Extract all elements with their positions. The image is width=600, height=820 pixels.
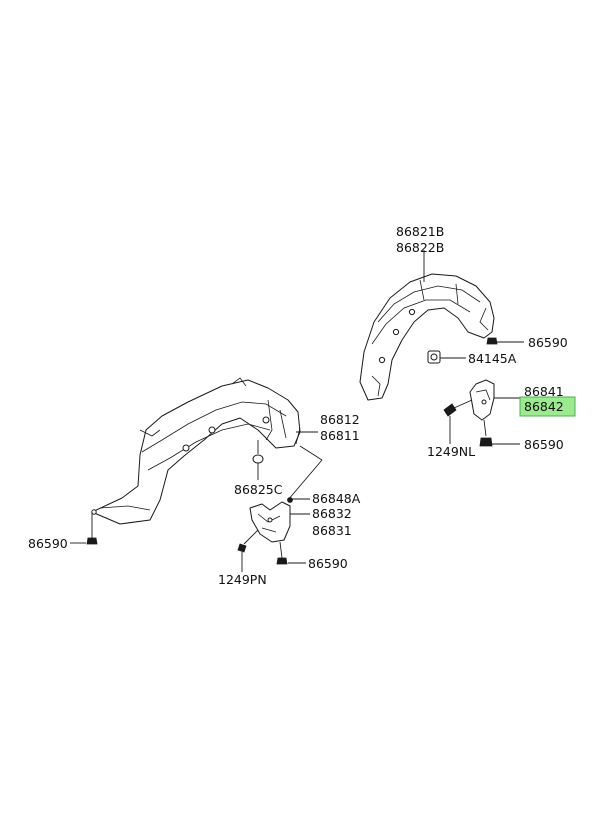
label-86842: 86842 (524, 399, 564, 414)
label-1249NL: 1249NL (427, 444, 475, 459)
front-bottom-fastener[interactable] (276, 541, 306, 565)
clip-86825C[interactable] (252, 440, 264, 464)
label-86822B: 86822B (396, 240, 444, 255)
front-wheel-guard-liner[interactable] (91, 377, 301, 525)
rear-top-fastener[interactable] (486, 337, 524, 345)
label-86811: 86811 (320, 428, 360, 443)
highlight-86842[interactable] (519, 396, 576, 417)
grommet-84145A[interactable] (427, 350, 466, 364)
rear-bottom-fastener[interactable] (479, 419, 520, 447)
front-left-fastener[interactable] (70, 512, 98, 545)
label-86848A: 86848A (312, 491, 361, 506)
rear-wheel-guard-liner[interactable] (359, 273, 495, 401)
screw-1249PN[interactable] (237, 529, 259, 572)
rear-mud-guard[interactable] (469, 379, 495, 421)
screw-86848A[interactable] (287, 497, 293, 503)
label-86812: 86812 (320, 412, 360, 427)
label-86832: 86832 (312, 506, 352, 521)
label-1249PN: 1249PN (218, 572, 267, 587)
leader-mudguard-b (287, 459, 323, 501)
label-84145A: 84145A (468, 351, 517, 366)
label-86590-rear-top: 86590 (528, 335, 568, 350)
label-86841: 86841 (524, 384, 564, 399)
label-86590-rear-bottom: 86590 (524, 437, 564, 452)
label-86590-front-left: 86590 (28, 536, 68, 551)
front-mud-guard[interactable] (249, 501, 291, 543)
label-86831: 86831 (312, 523, 352, 538)
label-86590-front-bottom: 86590 (308, 556, 348, 571)
screw-1249NL[interactable] (443, 399, 473, 444)
label-86825C: 86825C (234, 482, 283, 497)
leader-mudguard-a (299, 445, 323, 461)
label-86821B: 86821B (396, 224, 444, 239)
